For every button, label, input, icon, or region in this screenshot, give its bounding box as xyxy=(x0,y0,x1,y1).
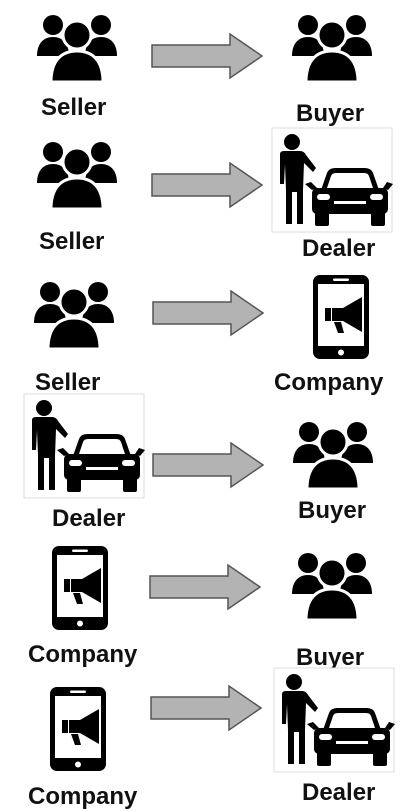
buyer-icon xyxy=(291,420,375,491)
node-label-from: Company xyxy=(28,641,138,668)
company-phone-icon xyxy=(52,546,108,630)
row-6: Company Dealer xyxy=(28,667,396,810)
node-label-from: Seller xyxy=(39,228,104,255)
dealer-car-icon xyxy=(23,393,146,499)
node-label-to: Buyer xyxy=(298,497,366,524)
node-label-from: Seller xyxy=(41,94,106,121)
dealer-car-icon xyxy=(271,127,394,233)
seller-icon xyxy=(35,140,119,211)
arrow-right-icon xyxy=(149,564,261,610)
node-label-to: Company xyxy=(274,369,384,396)
arrow-right-icon xyxy=(152,290,264,336)
buyer-icon xyxy=(290,551,374,622)
node-label-to: Dealer xyxy=(302,779,375,806)
row-5: Company Buyer xyxy=(28,546,374,671)
arrow-right-icon xyxy=(151,33,263,79)
seller-icon xyxy=(32,280,116,351)
row-1: Seller Buyer xyxy=(35,13,374,127)
dealer-car-icon xyxy=(273,667,396,773)
node-label-from: Seller xyxy=(35,369,100,396)
arrow-right-icon xyxy=(152,442,264,488)
node-label-from: Company xyxy=(28,783,138,810)
row-4: Dealer Buyer xyxy=(23,393,375,532)
arrow-right-icon xyxy=(150,685,262,731)
node-label-to: Buyer xyxy=(296,644,364,671)
arrow-right-icon xyxy=(151,162,263,208)
buyer-icon xyxy=(290,13,374,84)
node-label-to: Dealer xyxy=(302,235,375,262)
node-label-to: Buyer xyxy=(296,100,364,127)
row-2: Seller Dealer xyxy=(35,127,394,262)
seller-icon xyxy=(35,13,119,84)
node-label-from: Dealer xyxy=(52,505,125,532)
company-phone-icon xyxy=(50,687,106,771)
row-3: Seller Company xyxy=(32,275,384,396)
company-phone-icon xyxy=(313,275,369,359)
